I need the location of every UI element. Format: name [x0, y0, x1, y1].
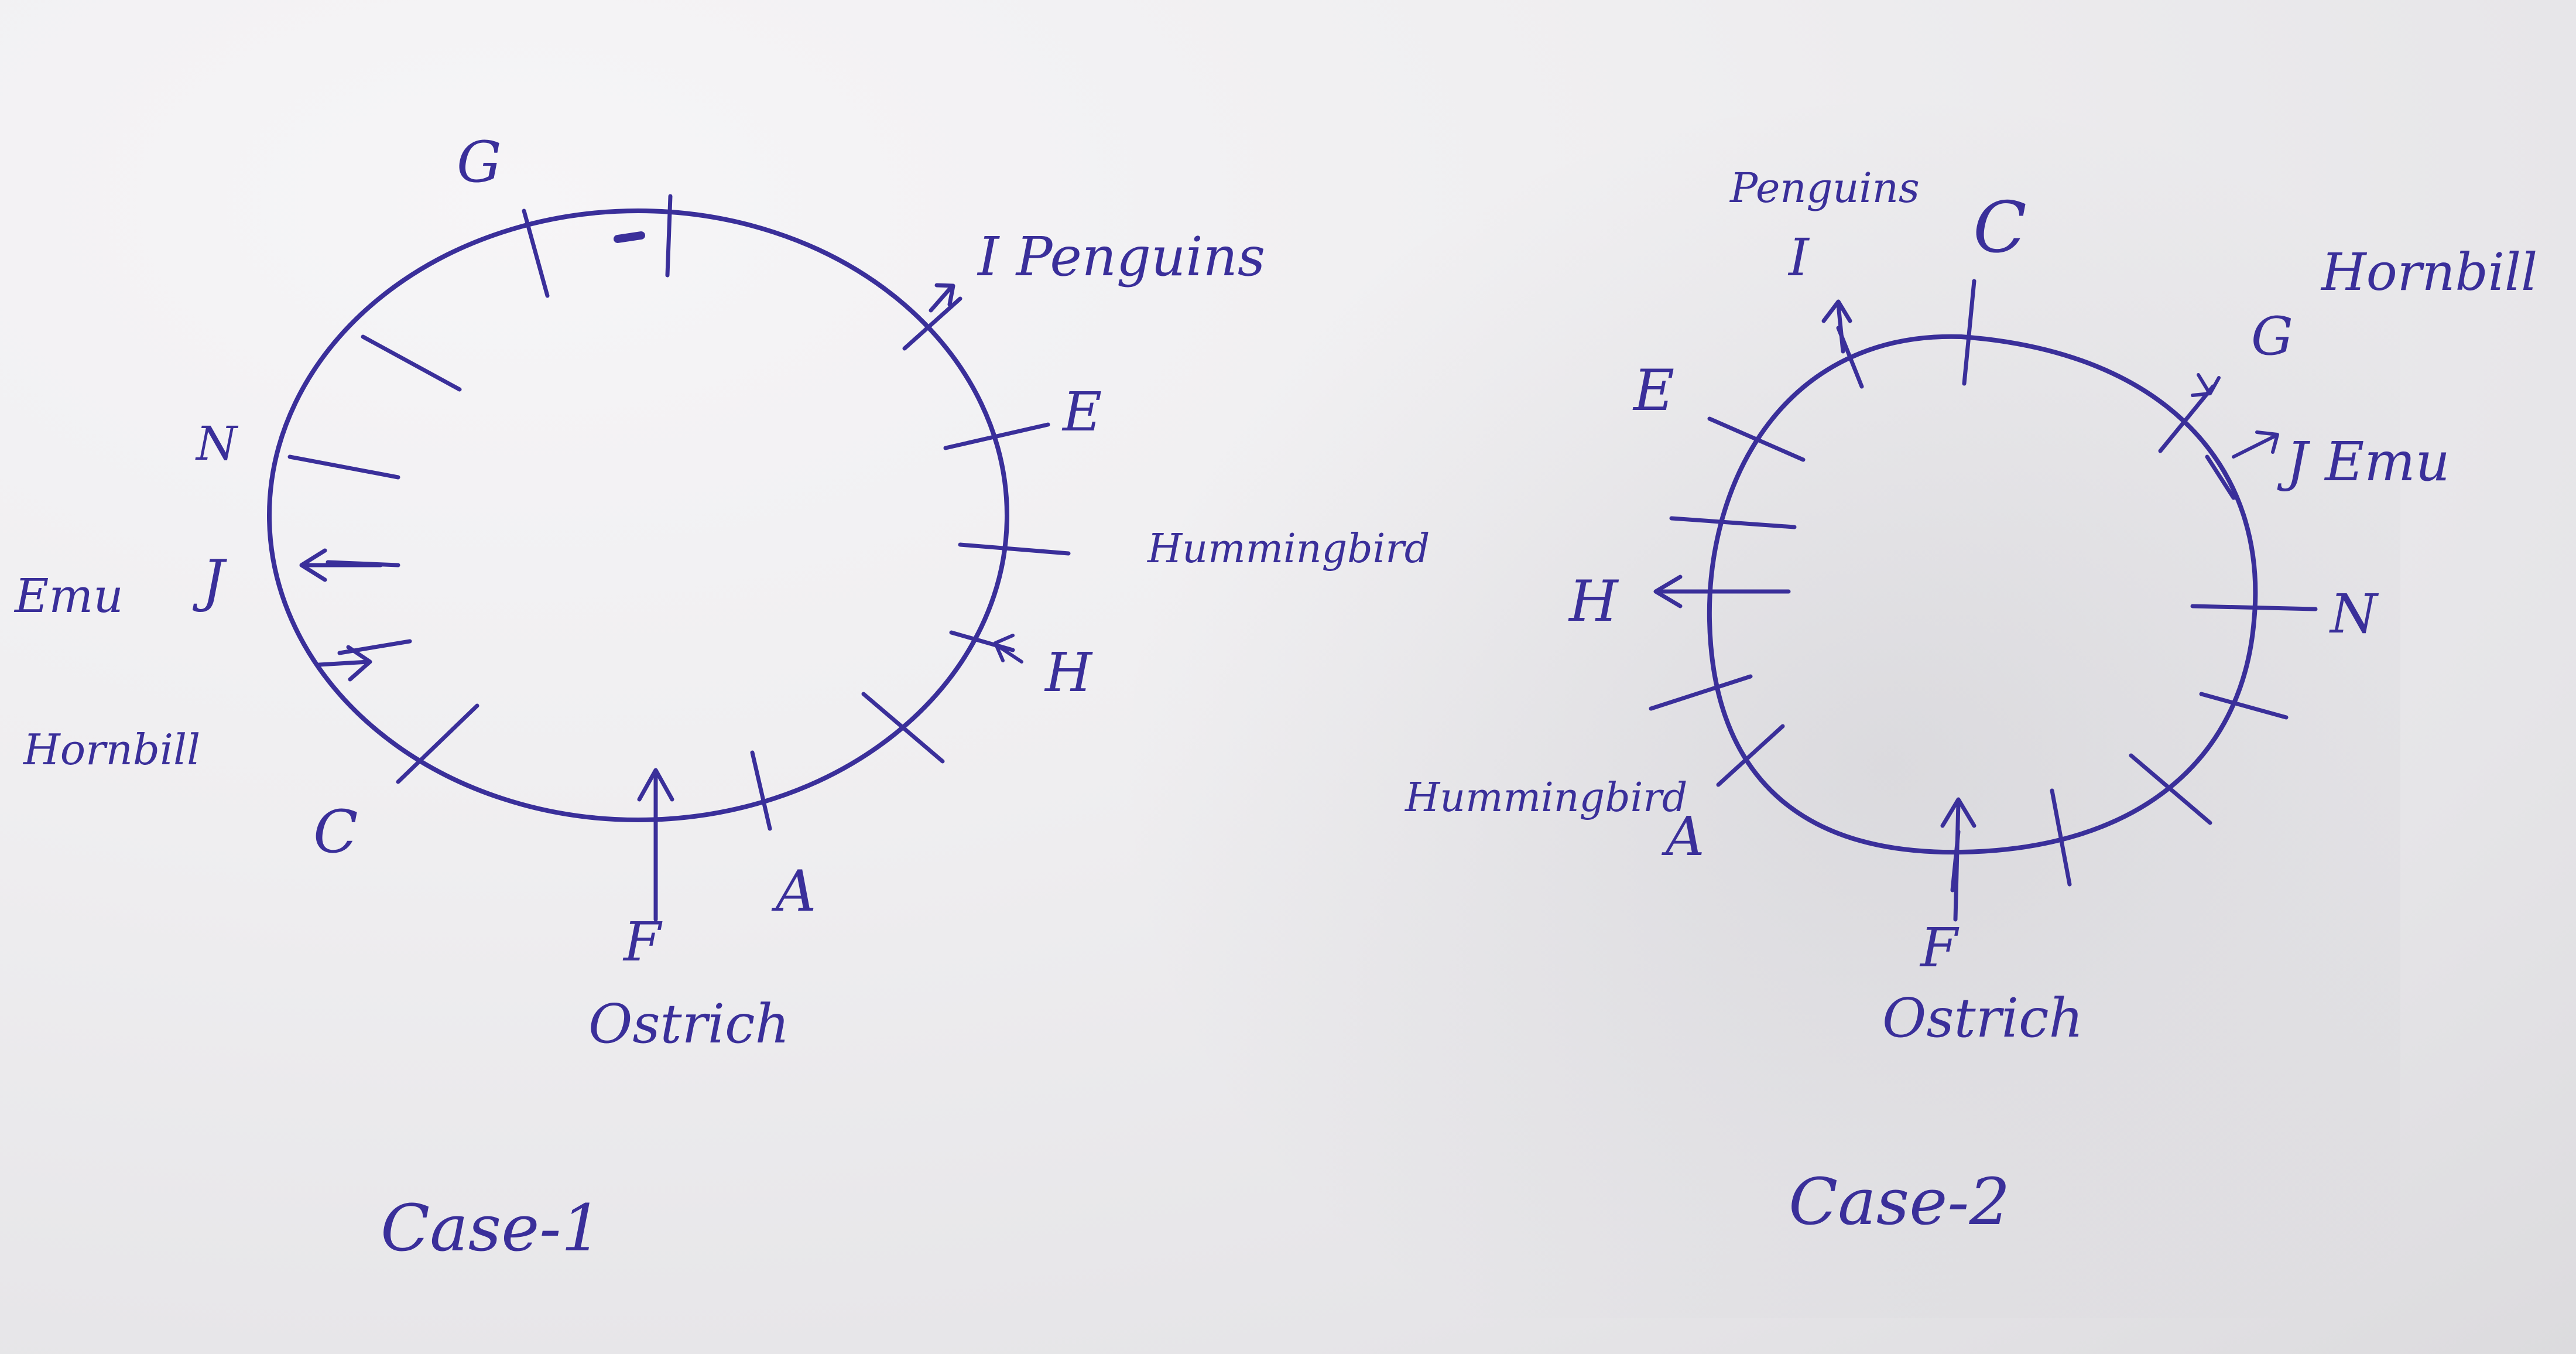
case-1-tick-n — [287, 454, 400, 480]
case-1-label-emu: Emu — [13, 569, 124, 623]
case-2-tick-left-1 — [1669, 516, 1797, 529]
case-1-tick-upper-left — [361, 334, 462, 392]
case-1-arrow-i — [929, 283, 955, 313]
case-1-label-g: G — [457, 129, 502, 195]
case-2-tick-hummingbird — [1649, 674, 1753, 711]
case-2-label-g: G — [2251, 306, 2293, 367]
case-2-diagram: Penguins I C Hornbill G J Emu N E H Humm… — [1404, 164, 2537, 1239]
case-2-tick-right-low — [2199, 692, 2289, 720]
case-1-label-ostrich: Ostrich — [588, 993, 790, 1055]
case-1-tick-lower-right-1 — [861, 692, 945, 764]
case-1-tick-e — [943, 422, 1050, 450]
case-1-tick-hummingbird — [958, 542, 1071, 556]
case-1-arrow-h — [994, 634, 1023, 664]
case-1-label-f: F — [622, 911, 663, 973]
case-1-label-hummingbird: Hummingbird — [1146, 526, 1430, 572]
case-2-tick-n — [2190, 604, 2318, 611]
case-1-tick-top — [665, 194, 673, 278]
case-1-label-c: C — [313, 798, 358, 866]
case-2-label-ostrich: Ostrich — [1882, 987, 2084, 1049]
case-1-top-mark — [614, 231, 645, 243]
case-2-arrow-i — [1821, 299, 1852, 354]
case-2-arrow-f — [1940, 797, 1976, 922]
case-1-label-j: J — [192, 548, 227, 614]
case-1-label-h: H — [1044, 641, 1093, 704]
case-1-tick-i — [902, 296, 962, 351]
case-2-label-hummingbird: Hummingbird — [1404, 775, 1687, 821]
case-1-arrow-j — [299, 548, 383, 582]
case-1-diagram: G I Penguins E Hummingbird H A F Ostrich… — [13, 129, 1430, 1266]
case-2-arrow-g — [2191, 373, 2221, 397]
case-2-tick-lower-right — [2129, 753, 2212, 825]
case-1-label-n: N — [195, 416, 239, 471]
case-2-arrow-h — [1653, 575, 1753, 608]
case-1-label-e: E — [1061, 381, 1102, 443]
case-1-label-hornbill: Hornbill — [22, 725, 200, 774]
case-2-label-e: E — [1632, 358, 1674, 423]
case-1-arrow-f — [637, 768, 674, 922]
case-2-label-i: I — [1787, 227, 1810, 288]
case-2-circle — [1707, 334, 2258, 855]
case-2-label-a: A — [1661, 805, 1704, 868]
case-2-tick-bottom — [2050, 788, 2072, 887]
case-2-tick-e — [1707, 416, 1806, 462]
case-1-label-a: A — [771, 859, 816, 924]
case-2-label-n: N — [2329, 583, 2379, 645]
case-2-label-penguins: Penguins — [1729, 164, 1920, 212]
case-1-label-i-penguins: I Penguins — [977, 225, 1265, 288]
case-1-tick-g — [522, 208, 550, 298]
case-1-caption: Case-1 — [381, 1191, 602, 1266]
case-2-caption: Case-2 — [1789, 1164, 2010, 1239]
case-2-label-f: F — [1919, 917, 1960, 979]
case-1-arrow-hornbill — [317, 645, 372, 682]
case-1-circle — [267, 208, 1009, 822]
case-2-tick-a — [1716, 724, 1785, 787]
case-2-arrow-j — [2232, 430, 2279, 459]
case-2-tick-j — [2205, 454, 2236, 500]
case-2-label-hornbill: Hornbill — [2320, 242, 2537, 302]
case-2-label-c: C — [1973, 187, 2027, 269]
case-1-tick-a — [750, 750, 772, 831]
paper-shadow — [1112, 88, 2400, 1318]
case-2-label-j-emu: J Emu — [2277, 430, 2450, 493]
case-2-tick-c — [1962, 279, 1976, 386]
case-1-tick-c — [396, 703, 479, 784]
case-2-label-h: H — [1568, 569, 1619, 634]
case-2-tick-g — [2158, 384, 2215, 453]
